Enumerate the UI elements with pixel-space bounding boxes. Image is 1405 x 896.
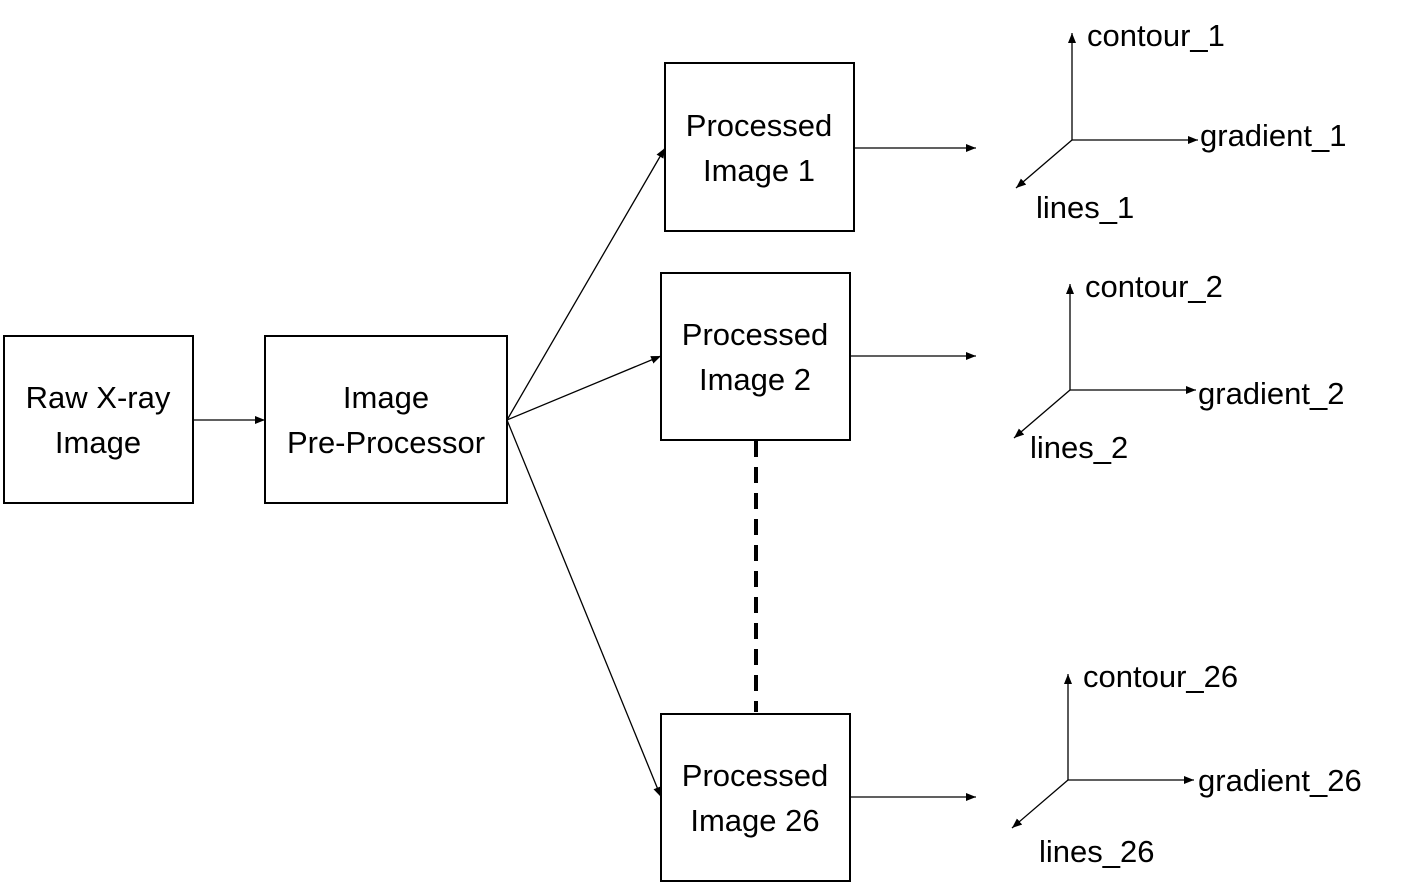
lines-axis-2 xyxy=(1013,389,1071,439)
feature-axes-1: contour_1 gradient_1 lines_1 xyxy=(1015,18,1347,225)
processed-image-1-label-line1: Processed xyxy=(686,108,832,143)
contour-label-2: contour_2 xyxy=(1085,269,1223,304)
feature-axes-26: contour_26 gradient_26 lines_26 xyxy=(1011,659,1362,869)
contour-label-26: contour_26 xyxy=(1083,659,1238,694)
image-preprocessor-box: Image Pre-Processor xyxy=(264,335,508,504)
processed-image-26-box: Processed Image 26 xyxy=(660,713,851,882)
processed-image-26-label-line1: Processed xyxy=(682,758,828,793)
processed-image-2-label-line2: Image 2 xyxy=(699,362,811,397)
raw-xray-image-label-line2: Image xyxy=(55,425,141,460)
arrow-preprocessor-to-processed-1 xyxy=(506,147,666,421)
arrow-preprocessor-to-processed-26 xyxy=(506,419,662,798)
arrow-preprocessor-to-processed-2 xyxy=(506,355,662,421)
processed-image-2-box: Processed Image 2 xyxy=(660,272,851,441)
gradient-label-2: gradient_2 xyxy=(1198,376,1345,411)
image-preprocessor-label-line1: Image xyxy=(343,380,429,415)
lines-axis-26 xyxy=(1011,779,1069,829)
lines-axis-1 xyxy=(1015,139,1073,189)
processed-image-26-label-line2: Image 26 xyxy=(690,803,819,838)
feature-axes-2: contour_2 gradient_2 lines_2 xyxy=(1013,269,1345,465)
contour-label-1: contour_1 xyxy=(1087,18,1225,53)
gradient-label-1: gradient_1 xyxy=(1200,118,1347,153)
image-preprocessor-label-line2: Pre-Processor xyxy=(287,425,485,460)
raw-xray-image-label-line1: Raw X-ray xyxy=(26,380,171,415)
lines-label-2: lines_2 xyxy=(1030,430,1128,465)
raw-xray-image-box: Raw X-ray Image xyxy=(3,335,194,504)
lines-label-26: lines_26 xyxy=(1039,834,1154,869)
gradient-label-26: gradient_26 xyxy=(1198,763,1362,798)
processed-image-1-box: Processed Image 1 xyxy=(664,62,855,232)
processed-image-2-label-line1: Processed xyxy=(682,317,828,352)
processed-image-1-label-line2: Image 1 xyxy=(703,153,815,188)
lines-label-1: lines_1 xyxy=(1036,190,1134,225)
